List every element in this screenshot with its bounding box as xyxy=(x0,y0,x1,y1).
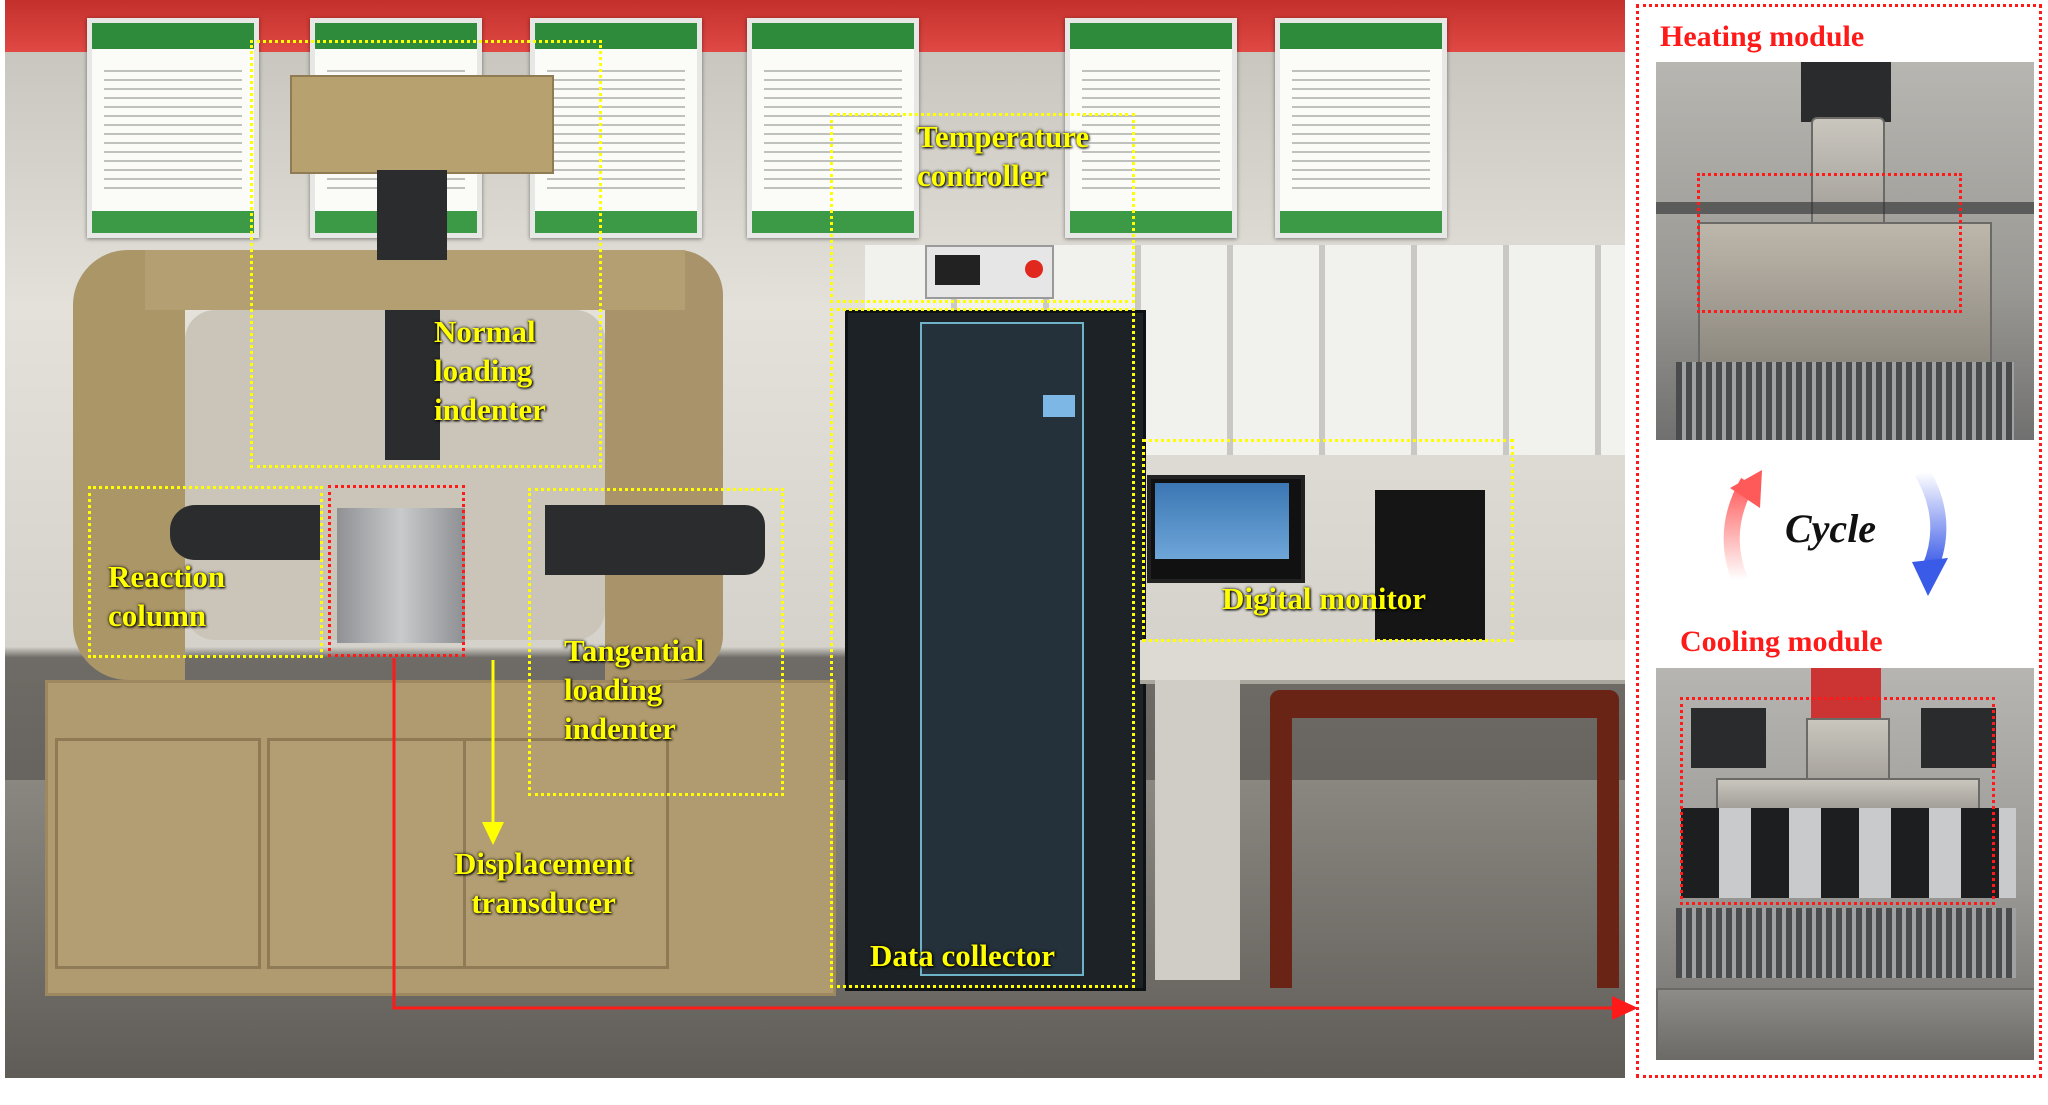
heating-module-photo xyxy=(1656,62,2034,440)
normal-indenter-box xyxy=(250,40,602,468)
specimen-fixture xyxy=(337,508,465,643)
controller-knob xyxy=(1025,260,1043,278)
cooling-unit-highlight xyxy=(1680,697,1995,905)
label-temperature-controller: Temperature controller xyxy=(917,119,1090,193)
label-normal-indenter: Normal loading indenter xyxy=(434,314,546,427)
wall-poster xyxy=(747,18,919,238)
base-door xyxy=(55,738,261,969)
desk xyxy=(1140,640,1625,684)
machine-frame-left xyxy=(73,250,185,680)
heating-plate-highlight xyxy=(1697,173,1962,313)
wall-poster xyxy=(1065,18,1237,238)
heating-module-title: Heating module xyxy=(1660,20,1865,53)
machine-frame-top xyxy=(145,250,685,310)
computer-tower xyxy=(1375,490,1485,640)
monitor-screen xyxy=(1155,483,1289,559)
label-tangential-indenter: Tangential loading indenter xyxy=(564,633,705,746)
controller-display xyxy=(935,255,980,285)
normal-actuator xyxy=(377,170,447,260)
machine-frame-right xyxy=(605,250,723,680)
normal-indenter-rod xyxy=(385,310,440,460)
curved-arrow-up-icon xyxy=(1723,470,1762,583)
data-collector-box xyxy=(830,308,1135,988)
label-data-collector: Data collector xyxy=(870,938,1056,973)
wall-poster xyxy=(1275,18,1447,238)
specimen-highlight-box xyxy=(328,485,465,657)
reaction-rod xyxy=(170,505,320,560)
label-reaction-column: Reaction column xyxy=(108,559,226,633)
label-digital-monitor: Digital monitor xyxy=(1222,581,1427,616)
cabinet-display xyxy=(1043,395,1075,417)
curved-arrow-down-icon xyxy=(1912,467,1948,596)
temperature-controller-box-outline xyxy=(830,113,1135,303)
cooling-module-title: Cooling module xyxy=(1680,625,1883,658)
cycle-arrows xyxy=(1723,467,1948,596)
cooling-module-photo xyxy=(1656,668,2034,1060)
wall-poster xyxy=(530,18,702,238)
cycle-label: Cycle xyxy=(1785,506,1877,551)
machine-top-box xyxy=(290,75,554,174)
base-door xyxy=(267,738,473,969)
reaction-column-box xyxy=(88,486,323,658)
desk-drawer xyxy=(1155,680,1240,980)
wooden-chair xyxy=(1270,690,1619,988)
wall-poster xyxy=(87,18,259,238)
label-displacement-transducer: Displacement transducer xyxy=(454,846,634,920)
tangential-rod xyxy=(545,505,765,575)
digital-monitor-box xyxy=(1142,439,1514,642)
